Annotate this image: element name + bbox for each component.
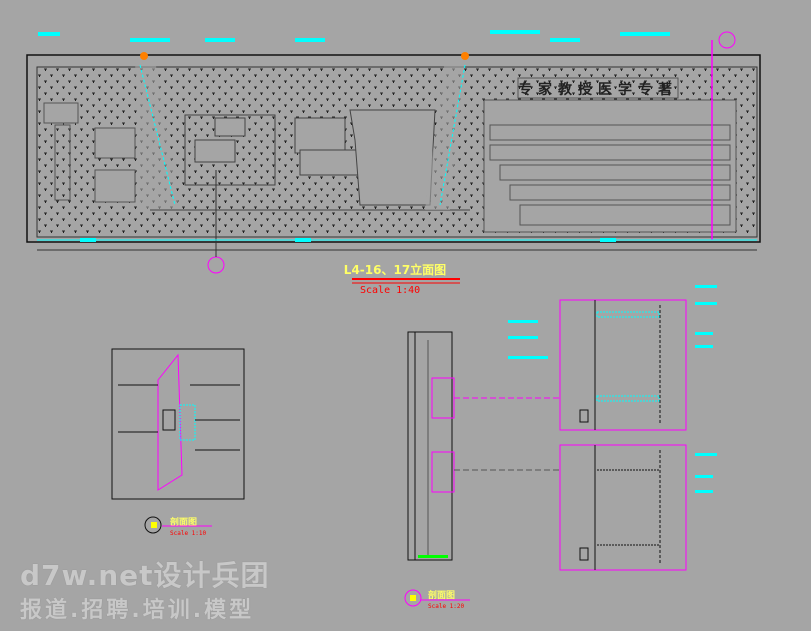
detail-bottom-scale: Scale 1:20 <box>428 603 465 610</box>
watermark-line1: d7w.net设计兵团 <box>20 559 270 592</box>
section-detail-right <box>508 285 717 571</box>
watermark-line2: 报道.招聘.培训.模型 <box>20 598 255 623</box>
detail-bottom-title: 剖面图 <box>428 589 455 601</box>
detail-left-scale: Scale 1:10 <box>170 530 207 537</box>
elevation-scale: Scale 1:40 <box>360 285 420 296</box>
section-detail-left <box>111 348 245 534</box>
elevation-title: L4-16、17立面图 <box>344 262 446 277</box>
section-detail-middle <box>404 331 560 607</box>
sign-text: 专家教授医学专著 <box>518 81 678 98</box>
main-elevation: 专家教授医学专著 <box>26 30 761 274</box>
detail-left-title: 剖面图 <box>170 516 197 528</box>
